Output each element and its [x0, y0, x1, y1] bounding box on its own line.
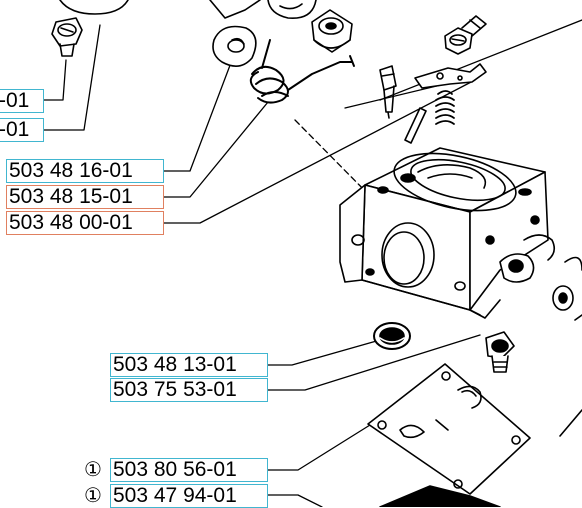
leader-line: [162, 79, 476, 224]
part-number-label[interactable]: 503 75 53-01: [110, 378, 268, 402]
part-number-label[interactable]: 503 48 16-01: [6, 159, 164, 183]
leader-line: [162, 59, 233, 172]
choke-cam: [267, 0, 317, 20]
leader-line: [42, 24, 101, 131]
part-number-label[interactable]: 503 80 56-01: [110, 458, 268, 482]
axis-line: [379, 19, 582, 101]
diaphragm: [379, 485, 501, 507]
screw: [444, 15, 487, 55]
torsion-spring: [249, 39, 355, 104]
part-number-label[interactable]: 503 48 00-01: [6, 211, 164, 235]
carburetor-body: [339, 147, 556, 319]
screw: [51, 17, 83, 57]
part-number-label[interactable]: 503 48 15-01: [6, 185, 164, 209]
part-number-label[interactable]: 503 48 13-01: [110, 353, 268, 377]
pin: [404, 107, 427, 144]
metering-lever: [414, 63, 487, 89]
metering-spring: [435, 90, 455, 125]
throttle-shaft-parts: [552, 256, 582, 437]
leader-line: [267, 334, 481, 391]
leader-line: [267, 339, 381, 366]
filter-cover-fragment: [59, 0, 129, 15]
leader-line: [267, 424, 371, 471]
inlet-fitting: [485, 331, 515, 373]
part-number-label[interactable]: 503 47 94-01: [110, 484, 268, 508]
metering-gasket: [367, 363, 531, 495]
inlet-screen: [373, 322, 411, 350]
part-number-label[interactable]: -01: [0, 118, 44, 142]
needle-valve: [379, 65, 397, 119]
bushing: [311, 9, 353, 53]
leader-line: [267, 494, 323, 507]
leader-line: [162, 101, 269, 198]
part-number-label[interactable]: -01: [0, 89, 44, 113]
leader-line: [42, 59, 67, 101]
throttle-lever: [209, 0, 261, 67]
note-marker-icon: ①: [84, 483, 102, 507]
note-marker-icon: ①: [84, 457, 102, 481]
